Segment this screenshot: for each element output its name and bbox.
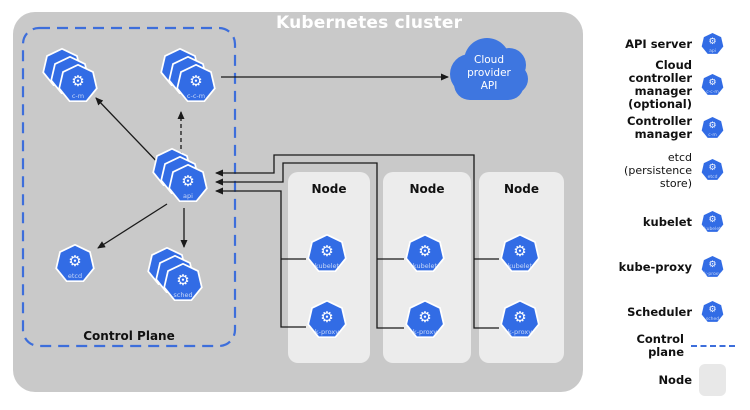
etcd-icon: ⚙ etcd bbox=[54, 243, 96, 285]
gear-glyph-icon: ⚙ bbox=[708, 259, 717, 270]
controller-manager-icon: ⚙ c-m bbox=[699, 115, 726, 142]
gear-glyph-icon: ⚙ bbox=[708, 77, 717, 88]
gear-glyph-icon: ⚙ bbox=[708, 214, 717, 225]
kubelet-icon: ⚙ kubelet bbox=[306, 233, 348, 275]
kubelet-icon: ⚙ kubelet bbox=[699, 209, 726, 236]
node-title: Node bbox=[409, 182, 445, 196]
icon-label: k-proxy bbox=[314, 328, 340, 336]
cloud-controller-manager-icon: ⚙ c-c-m bbox=[159, 47, 217, 105]
legend-label: kube-proxy bbox=[618, 259, 692, 274]
legend-label: kubelet bbox=[642, 214, 692, 229]
gear-glyph-icon: ⚙ bbox=[708, 120, 717, 131]
icon-label: kubelet bbox=[704, 226, 721, 232]
kube-proxy-icon: ⚙ k-proxy bbox=[306, 299, 348, 341]
gear-glyph-icon: ⚙ bbox=[320, 242, 334, 260]
gear-glyph-icon: ⚙ bbox=[708, 162, 717, 173]
node-title: Node bbox=[311, 182, 347, 196]
gear-glyph-icon: ⚙ bbox=[189, 72, 203, 90]
legend-label: Controller manager bbox=[627, 114, 692, 141]
gear-glyph-icon: ⚙ bbox=[513, 308, 527, 326]
gear-glyph-icon: ⚙ bbox=[181, 172, 195, 190]
icon-label: c-m bbox=[708, 132, 717, 138]
controller-manager-icon: ⚙ c-m bbox=[41, 47, 99, 105]
legend-label: etcd (persistence store) bbox=[624, 150, 692, 190]
kubelet-icon: ⚙ kubelet bbox=[499, 233, 541, 275]
icon-label: kubelet bbox=[507, 262, 533, 270]
icon-label: k-proxy bbox=[704, 271, 721, 277]
icon-label: etcd bbox=[707, 174, 718, 180]
scheduler-icon: ⚙ sched bbox=[146, 246, 204, 304]
icon-label: sched bbox=[705, 316, 720, 322]
api-server-icon: ⚙ api bbox=[151, 147, 209, 205]
gear-glyph-icon: ⚙ bbox=[176, 271, 190, 289]
legend-label: API server bbox=[625, 36, 692, 51]
icon-label: api bbox=[709, 48, 716, 54]
cloud-controller-manager-icon: ⚙ c-c-m bbox=[699, 72, 726, 99]
icon-label: k-proxy bbox=[507, 328, 533, 336]
node-swatch bbox=[699, 364, 726, 396]
gear-glyph-icon: ⚙ bbox=[708, 36, 717, 47]
gear-glyph-icon: ⚙ bbox=[708, 304, 717, 315]
control-plane-label: Control Plane bbox=[83, 329, 175, 343]
kube-proxy-icon: ⚙ k-proxy bbox=[699, 254, 726, 281]
scheduler-icon: ⚙ sched bbox=[699, 299, 726, 326]
kubelet-icon: ⚙ kubelet bbox=[404, 233, 446, 275]
gear-glyph-icon: ⚙ bbox=[513, 242, 527, 260]
kube-proxy-icon: ⚙ k-proxy bbox=[499, 299, 541, 341]
gear-glyph-icon: ⚙ bbox=[320, 308, 334, 326]
gear-glyph-icon: ⚙ bbox=[71, 72, 85, 90]
gear-glyph-icon: ⚙ bbox=[68, 252, 82, 270]
kube-proxy-icon: ⚙ k-proxy bbox=[404, 299, 446, 341]
icon-label: k-proxy bbox=[412, 328, 438, 336]
legend-label: Scheduler bbox=[627, 304, 692, 319]
legend-label: Cloud controller manager (optional) bbox=[628, 58, 692, 111]
icon-label: c-c-m bbox=[706, 89, 719, 95]
legend-label: Control plane bbox=[636, 332, 684, 359]
gear-glyph-icon: ⚙ bbox=[418, 242, 432, 260]
api-server-icon: ⚙ api bbox=[699, 31, 726, 58]
legend-label: Node bbox=[658, 372, 692, 387]
cluster-title: Kubernetes cluster bbox=[276, 13, 463, 33]
cloud-label: Cloud provider API bbox=[467, 54, 511, 92]
node-title: Node bbox=[503, 182, 539, 196]
gear-glyph-icon: ⚙ bbox=[418, 308, 432, 326]
etcd-icon: ⚙ etcd bbox=[699, 157, 726, 184]
control-plane-dash-swatch bbox=[691, 345, 735, 347]
cloud-provider-api: Cloud provider API bbox=[450, 38, 528, 104]
